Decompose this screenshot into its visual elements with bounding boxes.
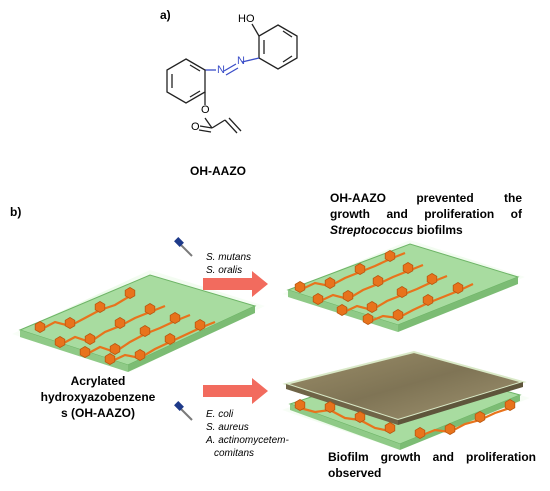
azobenzene-unit: [134, 349, 146, 361]
species-a-actinomycetem: A. actinomycetem-: [206, 435, 289, 446]
ester-oxygen-label: O: [201, 104, 210, 116]
azobenzene-unit: [169, 312, 181, 324]
azobenzene-unit: [64, 317, 76, 329]
azobenzene-unit: [422, 294, 434, 306]
biofilm-layer: [282, 350, 527, 425]
azobenzene-unit: [164, 333, 176, 345]
vinyl-double-bond-2: [228, 117, 242, 132]
azobenzene-unit: [354, 263, 366, 275]
polymer-chains-left: [34, 287, 216, 365]
azobenzene-unit: [414, 427, 426, 439]
left-slab: [12, 270, 265, 372]
starting-material-line2: hydroxyazobenzene: [40, 390, 156, 404]
species-s-mutans: S. mutans: [206, 252, 252, 263]
azobenzene-unit: [109, 343, 121, 355]
starting-material-line1: Acrylated: [70, 374, 126, 388]
top-arrow: [203, 271, 268, 297]
top-result-genus: Streptococcus: [330, 223, 414, 237]
azobenzene-unit: [342, 290, 354, 302]
hydroxyl-bond: [251, 23, 260, 37]
azo-double-bond-2: [225, 67, 239, 76]
azobenzene-unit: [144, 303, 156, 315]
top-result-caption: OH-AAZO prevented the growth and prolife…: [330, 190, 522, 238]
polymer-chains-top-right: [294, 250, 474, 325]
bottom-result-line1: Biofilm growth and proliferation: [328, 450, 536, 464]
azobenzene-unit: [54, 336, 66, 348]
bottom-arrow: [203, 378, 268, 404]
polymer-chain: [419, 406, 511, 438]
azobenzene-unit: [384, 250, 396, 262]
panel-b-label: b): [10, 205, 22, 219]
polymer-chain: [39, 295, 131, 331]
azobenzene-unit: [94, 301, 106, 313]
species-comitans: comitans: [214, 448, 255, 459]
azobenzene-unit: [336, 304, 348, 316]
azobenzene-unit: [312, 293, 324, 305]
hydroxyl-label: HO: [238, 13, 255, 25]
azobenzene-unit: [384, 422, 396, 434]
oxygen-carbonyl-bond: [204, 117, 213, 129]
polymer-chains-bottom-right: [294, 399, 516, 439]
carbonyl-oxygen-label: O: [191, 121, 200, 133]
top-result-line3: biofilms: [413, 223, 463, 237]
azobenzene-unit: [84, 333, 96, 345]
azobenzene-unit: [114, 317, 126, 329]
azobenzene-unit: [354, 411, 366, 423]
azobenzene-unit: [504, 399, 516, 411]
azobenzene-unit: [124, 287, 136, 299]
top-dropper-icon: [174, 237, 193, 257]
azobenzene-unit: [294, 399, 306, 411]
azobenzene-unit: [362, 313, 374, 325]
starting-material-label: Acrylated hydroxyazobenzene s (OH-AAZO): [28, 373, 168, 421]
carbonyl-double-bond-1: [199, 125, 213, 129]
azobenzene-unit: [366, 301, 378, 313]
bottom-dropper-icon: [174, 401, 193, 421]
azobenzene-unit: [324, 277, 336, 289]
species-e-coli: E. coli: [206, 409, 234, 420]
azobenzene-unit: [396, 286, 408, 298]
carbonyl-double-bond-2: [198, 129, 212, 133]
bottom-result-line2: observed: [328, 466, 382, 480]
azo-n2-label: N: [217, 64, 225, 76]
bottom-result-caption: Biofilm growth and proliferation observe…: [328, 449, 536, 481]
azo-bond-right: [241, 57, 260, 63]
azobenzene-unit: [402, 262, 414, 274]
azobenzene-unit: [104, 353, 116, 365]
azobenzene-unit: [294, 281, 306, 293]
azobenzene-unit: [34, 321, 46, 333]
azobenzene-unit: [392, 309, 404, 321]
species-s-oralis: S. oralis: [206, 265, 243, 276]
left-aryl-ring: [166, 58, 206, 104]
top-result-line2: growth and proliferation of: [330, 207, 522, 221]
azobenzene-unit: [452, 282, 464, 294]
polymer-chain: [299, 406, 391, 433]
azobenzene-unit: [324, 401, 336, 413]
azo-double-bond-1: [223, 63, 237, 72]
bottom-species-list: E. coli S. aureus A. actinomycetem- comi…: [206, 408, 289, 460]
azobenzene-unit: [474, 411, 486, 423]
vinyl-bond: [211, 119, 226, 129]
azobenzene-unit: [194, 319, 206, 331]
species-s-aureus: S. aureus: [206, 422, 249, 433]
panel-a-label: a): [160, 8, 171, 22]
compound-name: OH-AAZO: [190, 164, 246, 178]
azobenzene-unit: [426, 273, 438, 285]
top-species-list: S. mutans S. oralis: [206, 251, 251, 277]
starting-material-line3: s (OH-AAZO): [61, 406, 135, 420]
azobenzene-unit: [372, 275, 384, 287]
azobenzene-unit: [139, 325, 151, 337]
vinyl-double-bond-1: [224, 119, 238, 134]
azo-n1-label: N: [237, 55, 245, 67]
top-result-line1: OH-AAZO prevented the: [330, 191, 522, 205]
azobenzene-unit: [79, 346, 91, 358]
azobenzene-unit: [444, 423, 456, 435]
